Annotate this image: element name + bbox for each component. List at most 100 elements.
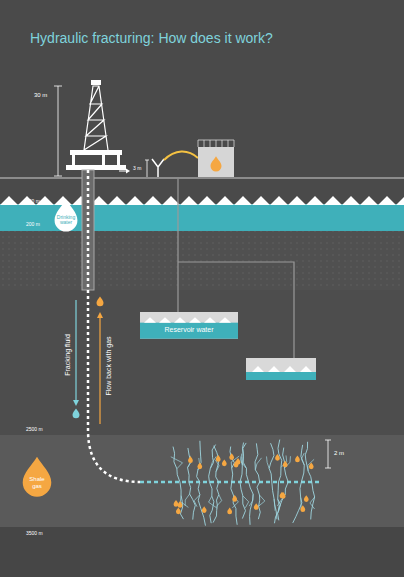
- drop-symbol: [222, 460, 227, 467]
- flow-label: Fracking fluid: [64, 334, 72, 376]
- drilling-rig: [66, 80, 126, 170]
- fracture-line: [305, 442, 312, 482]
- dimension-label: 3500 m: [26, 531, 43, 537]
- fracture-line: [240, 482, 246, 519]
- fracture-line: [301, 445, 304, 482]
- fracture-line: [188, 448, 191, 482]
- base-layer: [0, 527, 404, 577]
- dimension-tick: [54, 86, 62, 87]
- drop-outline: [23, 457, 52, 497]
- fracture-branch: [258, 495, 265, 507]
- node-label: Drinking water: [54, 215, 78, 226]
- drop-symbol: [234, 461, 239, 468]
- gas-tank: [198, 140, 234, 177]
- fracture-branch: [281, 455, 287, 467]
- node-label: Shale gas: [22, 476, 52, 489]
- dimension-line: [58, 86, 59, 176]
- drop-symbol: [275, 454, 280, 461]
- drop-symbol: [216, 455, 221, 462]
- pool-waves: [144, 317, 231, 322]
- dimension-30m: [54, 86, 62, 176]
- flowback-arrow: [97, 312, 103, 424]
- derrick: [84, 86, 108, 150]
- fracture-line: [209, 445, 216, 482]
- surface-line: [0, 177, 404, 179]
- drop-symbol: [188, 456, 193, 463]
- fracture-branch: [267, 456, 270, 468]
- rig-leg: [117, 155, 120, 165]
- rig-leg: [72, 155, 75, 165]
- arrow-line: [99, 316, 100, 424]
- arrow-head: [97, 312, 103, 318]
- dimension-line: [328, 440, 329, 468]
- derrick-top: [91, 80, 101, 85]
- drop-symbol: [295, 456, 300, 463]
- reservoir-box: Reservoir water: [140, 312, 238, 339]
- drop-outline: [55, 200, 78, 232]
- dimension-label: 100 m: [26, 199, 40, 205]
- rig-leg: [102, 155, 105, 165]
- fracture-branch: [232, 496, 238, 508]
- drop-symbol: [178, 501, 183, 508]
- dimension-label: 2500 m: [26, 427, 43, 433]
- drop-symbol: [227, 508, 232, 515]
- arrow-line: [75, 300, 76, 402]
- fracture-branch: [249, 494, 253, 506]
- horizontal-wellbore: [140, 481, 320, 484]
- fracture-line: [255, 443, 260, 482]
- fracture-line: [283, 448, 289, 482]
- flow-label: Flow back with gas: [105, 336, 113, 395]
- node-label: Reservoir water: [140, 326, 238, 334]
- fracture-branch: [301, 453, 304, 465]
- drop-symbol: [229, 453, 234, 460]
- drop-symbol: [309, 463, 314, 470]
- fracture-branch: [171, 457, 183, 469]
- fracture-branch: [310, 497, 315, 509]
- drop-node: Drinking water: [54, 199, 78, 232]
- drop-symbol: [232, 495, 237, 502]
- fracture-line: [249, 482, 254, 525]
- reservoir-water: [246, 372, 316, 380]
- fracture-line: [242, 443, 248, 482]
- fracture-line: [269, 443, 274, 482]
- fracture-branch: [209, 496, 218, 508]
- fracture-line: [230, 447, 234, 482]
- drop-symbol: [202, 506, 207, 513]
- fracture-line: [198, 482, 205, 526]
- fracture-branch: [194, 495, 200, 507]
- fracture-branch: [216, 495, 221, 507]
- arrow-head: [126, 169, 130, 174]
- fracture-line: [197, 441, 201, 482]
- tank-rail: [198, 140, 234, 147]
- fracture-line: [231, 482, 237, 525]
- drop-symbol: [304, 495, 309, 502]
- dimension-label: 3 m: [133, 166, 141, 172]
- fracture-line: [311, 482, 315, 519]
- drop-node: Shale gas: [22, 456, 52, 497]
- arrow-line: [119, 171, 127, 172]
- fracture-branch: [241, 456, 246, 468]
- wellhead-valve: [152, 159, 164, 177]
- fracture-line: [209, 482, 213, 523]
- dimension-tick: [145, 160, 149, 161]
- reservoir-box: [246, 358, 316, 380]
- gas-drops: [73, 156, 314, 514]
- dimension-tick: [325, 468, 331, 469]
- fracture-branch: [185, 494, 189, 506]
- dimension-line: [147, 160, 148, 177]
- drop-symbol: [176, 507, 181, 514]
- rig-deck: [70, 150, 122, 155]
- dimension-label: 30 m: [34, 92, 47, 99]
- fracture-line: [293, 482, 302, 523]
- fractures: [171, 440, 315, 526]
- pool-water: [140, 323, 238, 339]
- arrow-head: [73, 400, 79, 406]
- drop-symbol: [300, 505, 305, 512]
- aquifer-waves: [0, 196, 404, 205]
- shale-layer: [0, 435, 404, 527]
- fracture-branch: [308, 459, 314, 471]
- pool-body: [140, 312, 238, 339]
- wellbore: [88, 170, 140, 482]
- fracking-arrow: [73, 300, 79, 406]
